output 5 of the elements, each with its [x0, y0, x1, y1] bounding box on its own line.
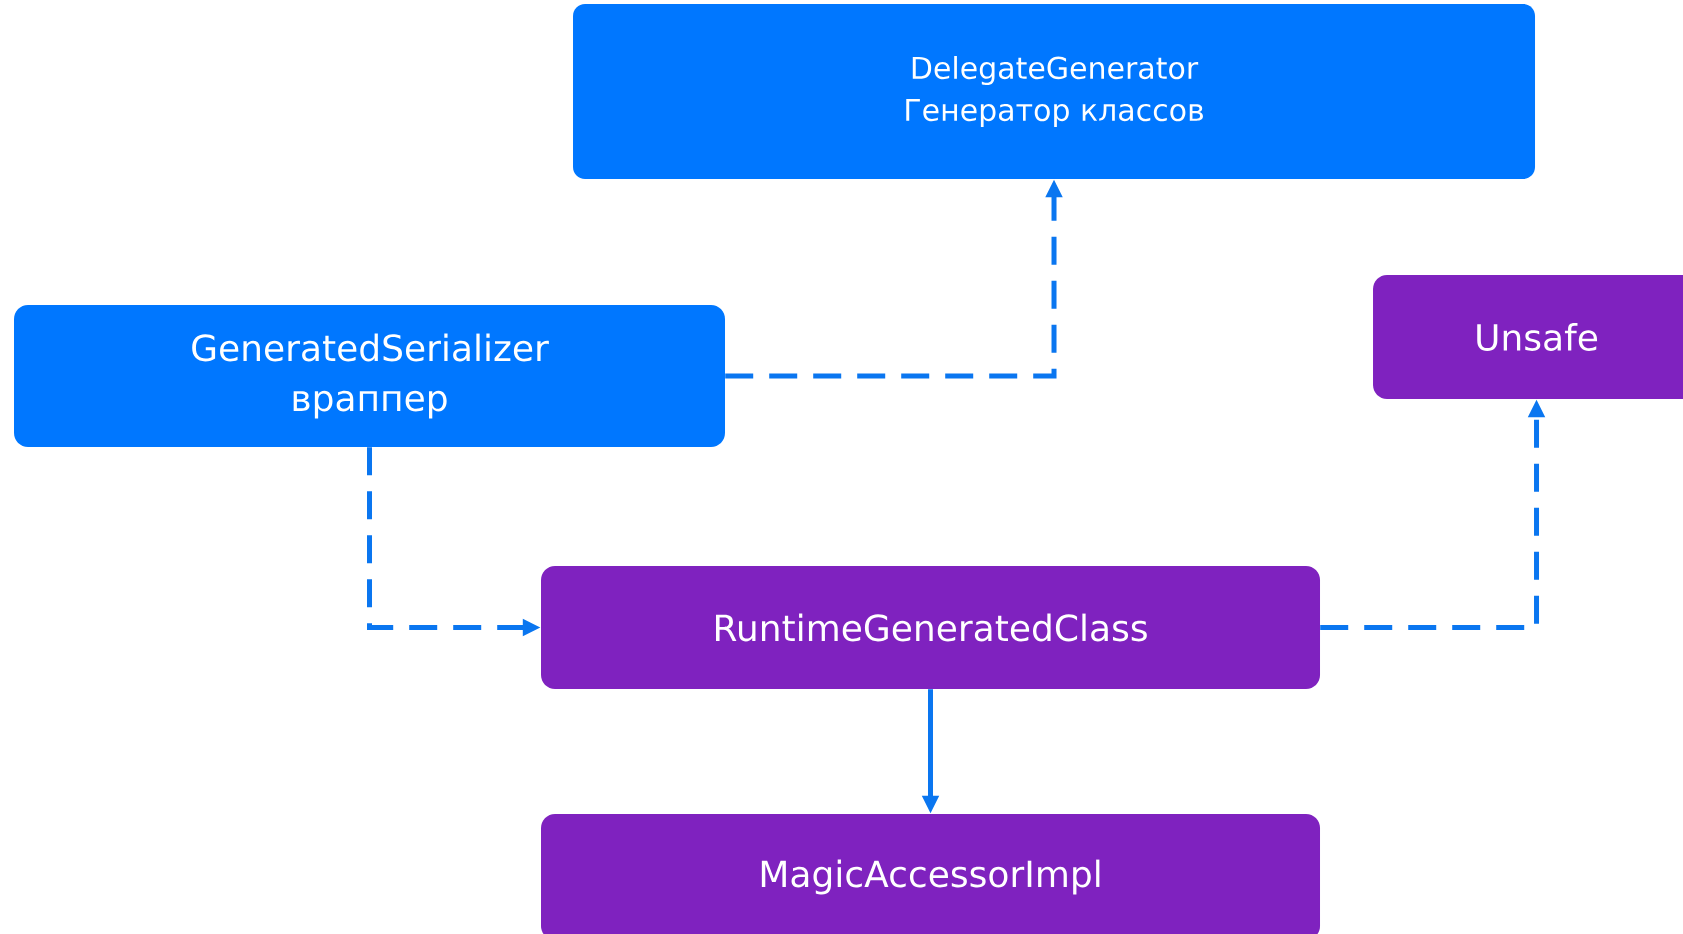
class-box: RuntimeGeneratedClass — [541, 566, 1320, 689]
class-box: MagicAccessorImpl — [541, 814, 1320, 934]
class-box: Unsafe — [1373, 275, 1683, 399]
class-box: DelegateGenerator Генератор классов — [573, 4, 1535, 179]
class-box: GeneratedSerializer враппер — [14, 305, 725, 447]
